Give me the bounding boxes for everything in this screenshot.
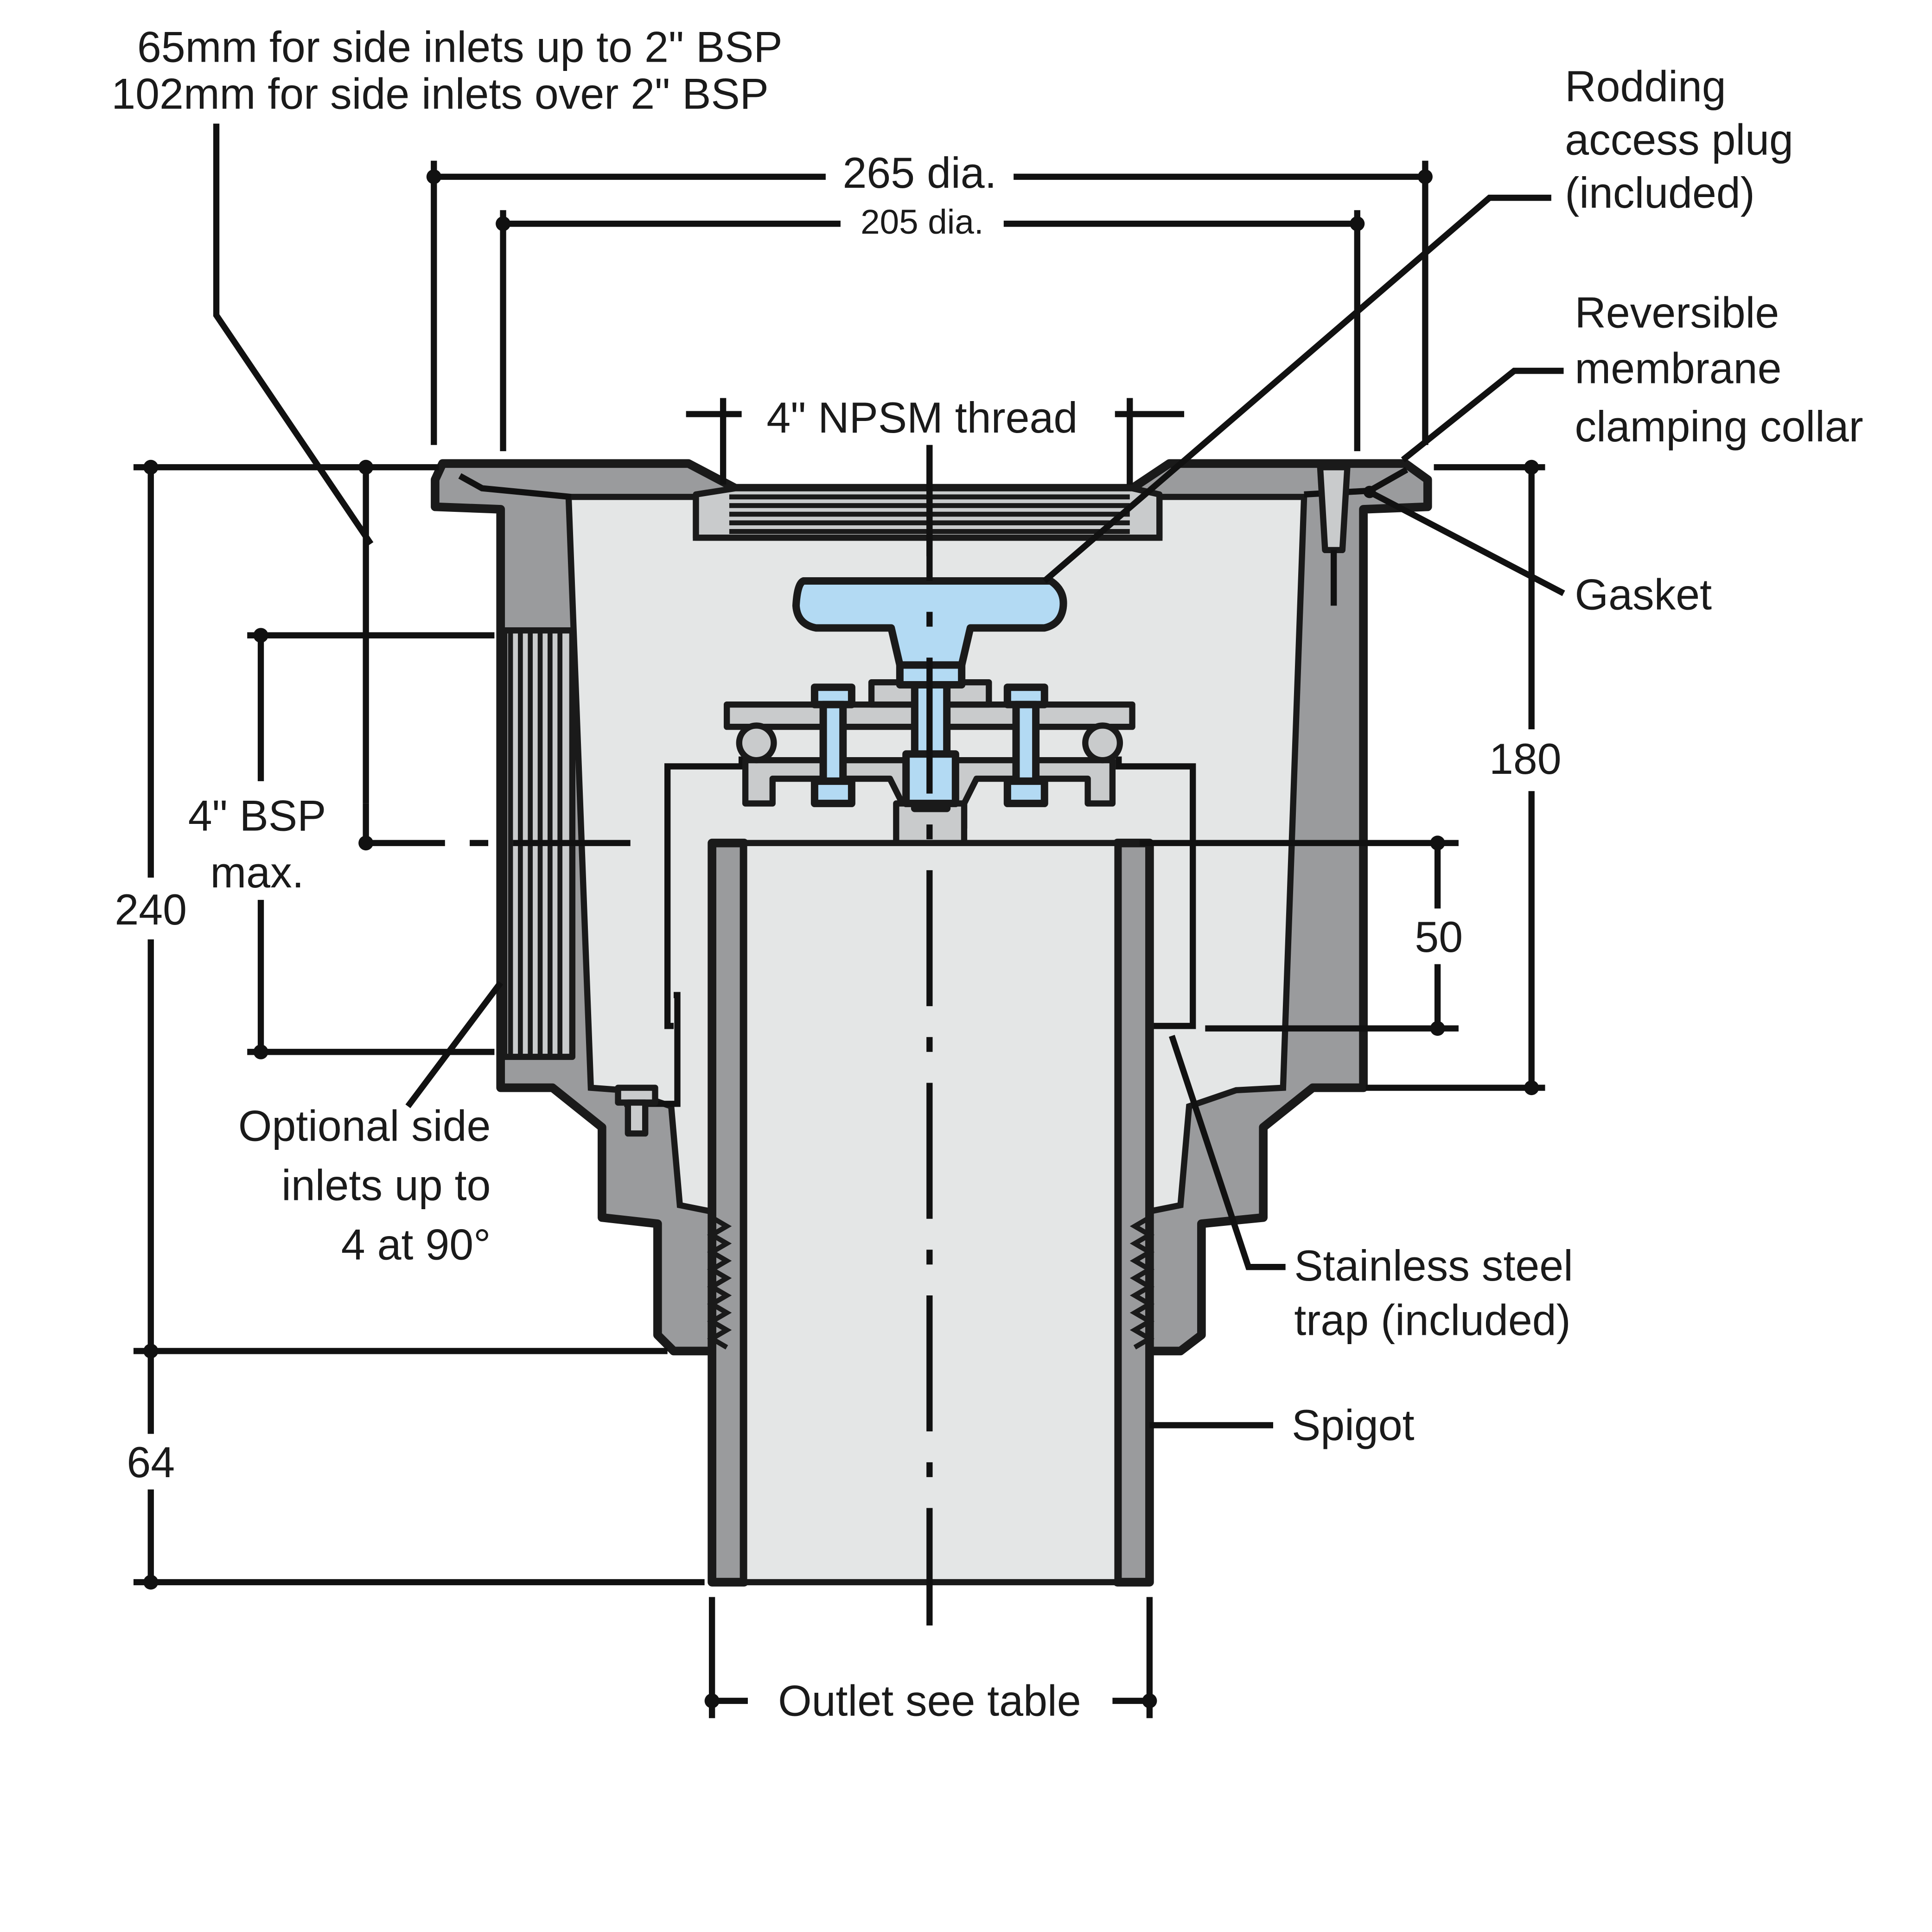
- leader-trap: [1169, 1035, 1286, 1270]
- label-dia-265: 265 dia.: [843, 149, 997, 197]
- leader-side-inlet-depth: [213, 123, 374, 546]
- label-collar-1: Reversible: [1575, 288, 1779, 337]
- leader-gasket: [1368, 489, 1565, 596]
- leader-rodding: [1042, 194, 1551, 584]
- dimension-bsp: [247, 628, 495, 1059]
- spigot-wall-left: [708, 838, 749, 1587]
- label-bsp-2: max.: [210, 848, 304, 897]
- dimension-265: [426, 160, 1433, 445]
- dimension-outlet: [704, 1597, 1157, 1718]
- label-dim-64: 64: [127, 1438, 175, 1486]
- label-dim-240: 240: [115, 886, 187, 934]
- dimension-npsm: [686, 398, 1185, 556]
- dimension-205: [496, 210, 1365, 452]
- label-trap-2: trap (included): [1294, 1296, 1570, 1344]
- label-side-inlet-102: 102mm for side inlets over 2" BSP: [111, 70, 769, 118]
- label-outlet: Outlet see table: [778, 1677, 1081, 1725]
- trap-screw: [615, 1084, 658, 1137]
- label-rodding-1: Rodding: [1565, 63, 1726, 111]
- label-spigot: Spigot: [1292, 1401, 1415, 1449]
- trap-bell: [664, 756, 1196, 1029]
- label-trap-1: Stainless steel: [1294, 1242, 1573, 1290]
- dimension-180: [1365, 459, 1545, 1096]
- spigot-wall-right: [1113, 838, 1154, 1587]
- plug-side-bolt-left: [810, 683, 855, 807]
- dimension-50: [1140, 835, 1459, 1036]
- label-dia-205: 205 dia.: [861, 202, 984, 241]
- plug-side-bolt-right: [1003, 683, 1048, 807]
- label-gasket: Gasket: [1575, 570, 1712, 618]
- label-collar-2: membrane: [1575, 344, 1782, 392]
- label-rodding-3: (included): [1565, 169, 1755, 217]
- label-optional-3: 4 at 90°: [341, 1221, 491, 1269]
- dimension-240-64: [133, 459, 705, 1590]
- leader-optional: [405, 981, 504, 1109]
- label-npsm-thread: 4" NPSM thread: [766, 394, 1078, 442]
- label-dim-180: 180: [1489, 735, 1562, 783]
- label-optional-1: Optional side: [238, 1102, 491, 1150]
- leader-collar: [1401, 368, 1564, 462]
- label-optional-2: inlets up to: [281, 1161, 491, 1210]
- label-bsp-1: 4" BSP: [188, 792, 326, 840]
- label-rodding-2: access plug: [1565, 115, 1793, 164]
- label-dim-50: 50: [1415, 913, 1463, 961]
- spigot-threads: [707, 1215, 1154, 1350]
- label-side-inlet-65: 65mm for side inlets up to 2" BSP: [137, 23, 783, 71]
- label-collar-3: clamping collar: [1575, 402, 1863, 451]
